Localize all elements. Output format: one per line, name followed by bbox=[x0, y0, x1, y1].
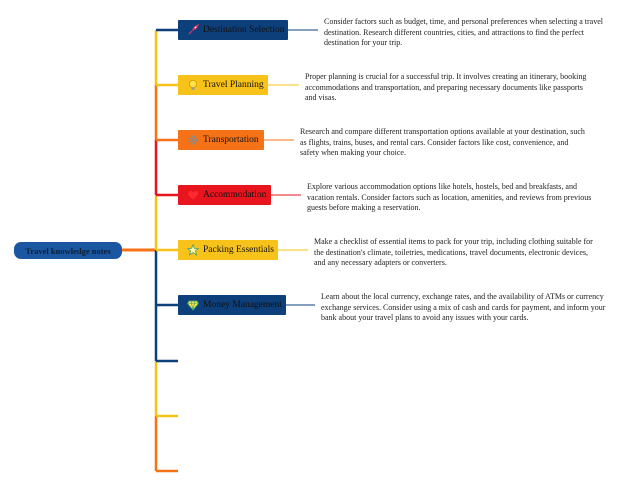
topic-description: Make a checklist of essential items to p… bbox=[314, 237, 593, 267]
topic-label: Travel Planning bbox=[203, 80, 264, 90]
topic-description: Consider factors such as budget, time, a… bbox=[324, 17, 604, 47]
topic-transportation[interactable]: Transportation bbox=[178, 130, 264, 150]
topic-packing-essentials[interactable]: Packing Essentials bbox=[178, 240, 278, 260]
topic-destination-selection[interactable]: Destination Selection bbox=[178, 20, 288, 40]
topic-accommodation[interactable]: Accommodation bbox=[178, 185, 271, 205]
topic-label: Accommodation bbox=[203, 190, 267, 200]
heart-icon bbox=[186, 189, 199, 202]
topic-travel-planning[interactable]: Travel Planning bbox=[178, 75, 268, 95]
topic-label: Money Management bbox=[203, 300, 282, 310]
root-node[interactable]: Travel knowledge notes bbox=[14, 242, 122, 259]
topic-label: Transportation bbox=[203, 135, 259, 145]
topic-description: Research and compare different transport… bbox=[300, 127, 585, 157]
rocket-icon bbox=[186, 24, 199, 37]
root-label: Travel knowledge notes bbox=[25, 245, 111, 256]
topic-label: Packing Essentials bbox=[203, 245, 274, 255]
topic-money-management[interactable]: Money Management bbox=[178, 295, 286, 315]
lightbulb-icon bbox=[186, 79, 199, 92]
topic-description: Learn about the local currency, exchange… bbox=[321, 292, 606, 322]
star-icon bbox=[186, 244, 199, 257]
topic-description: Explore various accommodation options li… bbox=[307, 182, 592, 212]
gear-icon bbox=[186, 134, 199, 147]
topic-label: Destination Selection bbox=[203, 25, 285, 35]
topic-description: Proper planning is crucial for a success… bbox=[305, 72, 587, 102]
diamond-icon bbox=[186, 299, 199, 312]
